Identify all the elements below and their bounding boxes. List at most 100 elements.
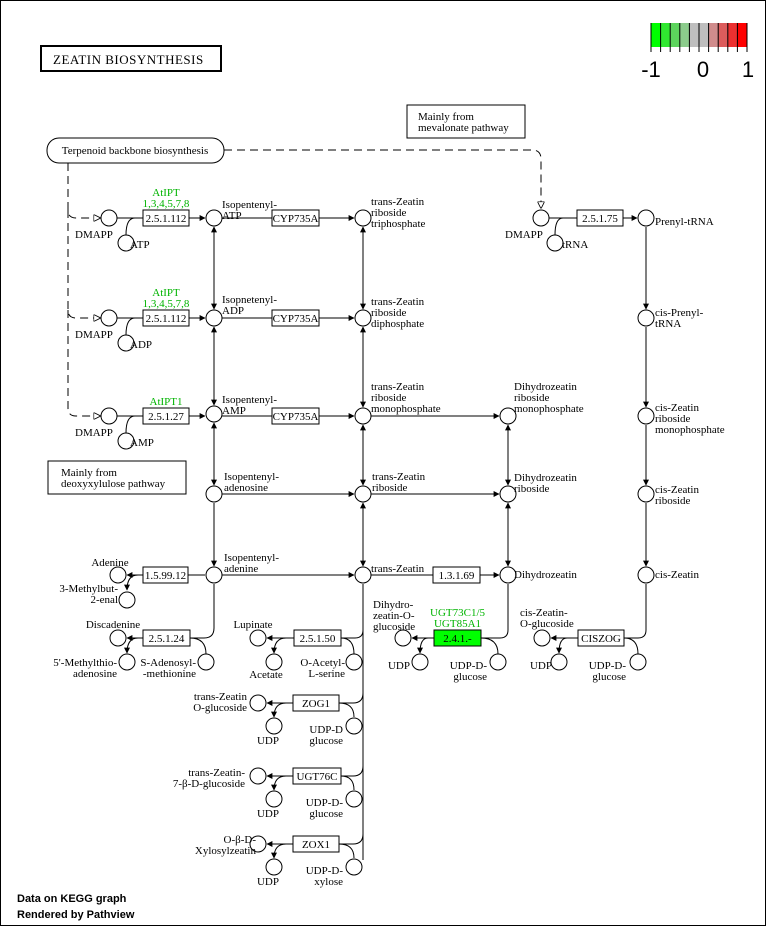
enzyme-box[interactable] — [142, 629, 191, 647]
gene-label[interactable]: UGT73C1/5 — [430, 607, 486, 619]
compound-dhz_r[interactable] — [499, 485, 517, 503]
compound-dmapp4[interactable] — [532, 209, 550, 227]
compound-dmapp2[interactable] — [100, 309, 118, 327]
enzyme-ciszog[interactable]: CISZOG — [577, 629, 625, 647]
compound-tz[interactable] — [354, 566, 372, 584]
compound-dhz_og-label: Dihydro-zeatin-O-glucoside — [373, 599, 415, 633]
legend-swatch — [708, 23, 719, 47]
enzyme-ec-label: 2.5.1.50 — [300, 633, 336, 645]
enzyme-box[interactable] — [433, 629, 482, 647]
compound-trna[interactable] — [546, 234, 564, 252]
gene-label[interactable]: 1,3,4,5,7,8 — [143, 198, 190, 210]
compound-dhz[interactable] — [499, 566, 517, 584]
map-box[interactable] — [46, 137, 225, 164]
enzyme-e25124[interactable]: 2.5.1.24 — [142, 629, 191, 647]
compound-cz_rmp[interactable] — [637, 407, 655, 425]
enzyme-cyp3[interactable]: CYP735A — [271, 407, 320, 425]
compound-ip_adenine[interactable] — [205, 566, 223, 584]
compound-udp4[interactable] — [265, 790, 283, 808]
enzyme-box[interactable] — [271, 209, 320, 227]
compound-udp1[interactable] — [411, 653, 429, 671]
compound-dhz_rmp[interactable] — [499, 407, 517, 425]
compound-xylz[interactable] — [249, 835, 267, 853]
enzyme-box[interactable] — [577, 629, 625, 647]
compound-atp-label-line: ATP — [130, 239, 150, 251]
enzyme-ckx[interactable]: 1.5.99.12 — [142, 566, 189, 584]
compound-cz[interactable] — [637, 566, 655, 584]
compound-lupinate[interactable] — [249, 629, 267, 647]
enzyme-ugt76c[interactable]: UGT76C — [292, 767, 342, 785]
compound-ip_adp[interactable] — [205, 309, 223, 327]
compound-udp3[interactable] — [265, 717, 283, 735]
gene-label[interactable]: AtIPT1 — [150, 396, 183, 408]
enzyme-box[interactable] — [292, 835, 340, 853]
compound-ip_adenine-label-line: adenine — [224, 563, 258, 575]
compound-adp[interactable] — [117, 334, 135, 352]
enzyme-box[interactable] — [432, 566, 481, 584]
compound-tz_rtp[interactable] — [354, 209, 372, 227]
enzyme-e13169[interactable]: 1.3.1.69 — [432, 566, 481, 584]
compound-udpg1[interactable] — [489, 653, 507, 671]
compound-dmapp1[interactable] — [100, 209, 118, 227]
enzyme-zog1[interactable]: ZOG1 — [292, 694, 340, 712]
compound-dhz_rmp-label-line: riboside — [514, 392, 550, 404]
enzyme-box[interactable] — [292, 694, 340, 712]
enzyme-box[interactable] — [292, 767, 342, 785]
compound-udpg3[interactable] — [345, 717, 363, 735]
gene-label[interactable]: AtIPT — [152, 287, 180, 299]
compound-prenyl_trna[interactable] — [637, 209, 655, 227]
enzyme-trna_ipt[interactable]: 2.5.1.75 — [576, 209, 624, 227]
gene-label[interactable]: UGT85A1 — [434, 618, 481, 630]
enzyme-box[interactable] — [142, 407, 190, 425]
compound-atp[interactable] — [117, 234, 135, 252]
title-box[interactable]: ZEATIN BIOSYNTHESIS — [40, 45, 222, 72]
enzyme-e25150[interactable]: 2.5.1.50 — [293, 629, 342, 647]
enzyme-ec-label: CYP735A — [273, 313, 319, 325]
enzyme-zox1[interactable]: ZOX1 — [292, 835, 340, 853]
compound-dmapp3[interactable] — [100, 407, 118, 425]
map-terpenoid-backbone[interactable]: Terpenoid backbone biosynthesis — [46, 137, 225, 164]
enzyme-cyp1[interactable]: CYP735A — [271, 209, 320, 227]
compound-tz_rmp[interactable] — [354, 407, 372, 425]
compound-udp5[interactable] — [265, 858, 283, 876]
enzyme-cyp2[interactable]: CYP735A — [271, 309, 320, 327]
compound-udpx[interactable] — [345, 858, 363, 876]
compound-adenine[interactable] — [109, 566, 127, 584]
compound-tz_r[interactable] — [354, 485, 372, 503]
gene-label[interactable]: 1,3,4,5,7,8 — [143, 298, 190, 310]
compound-tz_7g[interactable] — [249, 767, 267, 785]
compound-udp2[interactable] — [550, 653, 568, 671]
enzyme-box[interactable] — [293, 629, 342, 647]
enzyme-box[interactable] — [142, 309, 190, 327]
enzyme-box[interactable] — [271, 407, 320, 425]
compound-sam[interactable] — [197, 653, 215, 671]
compound-oas[interactable] — [345, 653, 363, 671]
enzyme-box[interactable] — [271, 309, 320, 327]
compound-cz_og[interactable] — [533, 629, 551, 647]
compound-amp[interactable] — [117, 432, 135, 450]
compound-dhz_og[interactable] — [394, 629, 412, 647]
compound-cis_prenyl_trna[interactable] — [637, 309, 655, 327]
enzyme-box[interactable] — [576, 209, 624, 227]
compound-udp2-label: UDP — [530, 660, 552, 672]
compound-ip_atp[interactable] — [205, 209, 223, 227]
compound-cz_r[interactable] — [637, 485, 655, 503]
compound-udpg4[interactable] — [345, 790, 363, 808]
compound-tz_rdp[interactable] — [354, 309, 372, 327]
reaction-edge — [340, 637, 355, 655]
compound-acetate[interactable] — [265, 653, 283, 671]
compound-ip_amp[interactable] — [205, 405, 223, 423]
compound-ip_adenosine[interactable] — [205, 485, 223, 503]
compound-udpg2[interactable] — [629, 653, 647, 671]
compound-discadenine[interactable] — [109, 629, 127, 647]
compound-tz_og[interactable] — [249, 694, 267, 712]
enzyme-box[interactable] — [142, 566, 189, 584]
gene-label[interactable]: AtIPT — [152, 187, 180, 199]
compound-mta[interactable] — [118, 653, 136, 671]
compound-methylbutenal[interactable] — [118, 591, 136, 609]
enzyme-box[interactable] — [142, 209, 190, 227]
